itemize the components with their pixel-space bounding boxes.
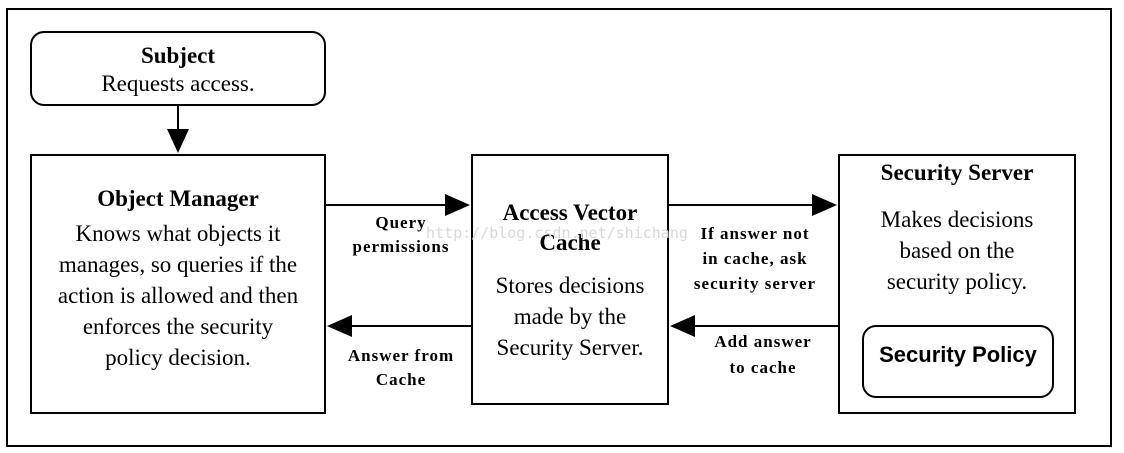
answer-from-cache-label: Answer from Cache (331, 344, 471, 392)
answer-from-cache-label-line: Cache (375, 370, 427, 389)
ask-server-label: If answer not in cache, ask security ser… (672, 221, 838, 296)
subject-to-object-manager-arrowhead (167, 129, 189, 153)
ask-server-label-line: security server (693, 274, 817, 293)
add-answer-arrowhead (670, 315, 695, 337)
subject-title: Subject (140, 43, 216, 68)
security-server-line: Makes decisions (880, 207, 1034, 232)
subject-node: Subject Requests access. (30, 31, 326, 106)
answer-from-cache-arrowhead (327, 315, 352, 337)
object-manager-line: policy decision. (105, 345, 251, 370)
object-manager-line: Knows what objects it (75, 221, 281, 246)
avc-line: Security Server. (496, 335, 644, 360)
query-label: Query permissions (331, 211, 471, 259)
security-policy-node: Security Policy (862, 325, 1054, 398)
ask-server-arrowhead (812, 194, 837, 216)
answer-from-cache-label-line: Answer from (347, 346, 455, 365)
query-label-line: permissions (352, 237, 450, 256)
avc-title-line: Cache (539, 230, 601, 255)
query-label-line: Query (375, 213, 427, 232)
diagram-frame (6, 8, 1112, 447)
avc-title-line: Access Vector (502, 200, 638, 225)
watermark: http://blog.csdn.net/shichang (426, 224, 688, 242)
avc-line: Stores decisions (495, 273, 645, 298)
object-manager-line: manages, so queries if the (58, 252, 298, 277)
ask-server-label-line: If answer not (700, 224, 810, 243)
query-arrowhead (445, 194, 470, 216)
subject-desc: Requests access. (101, 71, 255, 96)
security-server-title: Security Server (880, 160, 1034, 185)
object-manager-node: Object Manager Knows what objects it man… (30, 154, 326, 414)
security-server-line: based on the (899, 238, 1015, 263)
security-server-line: security policy. (886, 269, 1028, 294)
access-vector-cache-node: Access Vector Cache Stores decisions mad… (471, 154, 669, 405)
add-answer-label: Add answer to cache (680, 329, 846, 381)
ask-server-label-line: in cache, ask (702, 249, 808, 268)
object-manager-line: action is allowed and then (57, 283, 299, 308)
add-answer-label-line: to cache (729, 358, 797, 377)
security-policy-label: Security Policy (879, 342, 1037, 367)
avc-line: made by the (513, 304, 627, 329)
add-answer-label-line: Add answer (714, 332, 812, 351)
object-manager-line: enforces the security (82, 314, 274, 339)
object-manager-title: Object Manager (97, 186, 259, 211)
